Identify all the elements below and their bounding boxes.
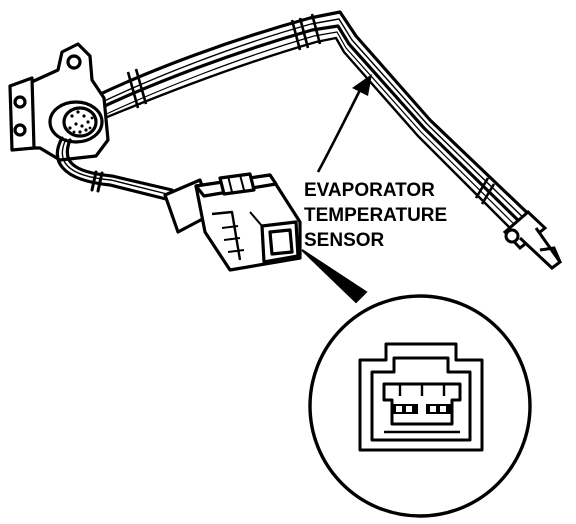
mounting-bracket — [8, 42, 110, 162]
label-line-sensor: SENSOR — [304, 230, 385, 251]
detail-callout-pointer — [301, 249, 368, 304]
bracket-hole-top — [66, 54, 82, 70]
bracket-hole-left-bottom — [13, 123, 27, 137]
label-line-temperature: TEMPERATURE — [304, 205, 447, 226]
connector-face-outline — [358, 342, 484, 452]
tube-clips — [126, 13, 496, 205]
sensor-probe-tube — [90, 10, 542, 240]
terminal-cavity — [392, 404, 418, 414]
bracket-hole-left-top — [13, 95, 27, 109]
sensor-leader-arrow — [316, 74, 372, 173]
terminal-cavity — [426, 404, 452, 414]
label-line-evaporator: EVAPORATOR — [304, 180, 435, 201]
sensor-wire-lead — [55, 136, 174, 202]
sensor-connector — [163, 172, 302, 272]
connector-terminals — [392, 404, 452, 414]
connector-detail-circle — [308, 294, 532, 518]
sensor-tip — [502, 209, 563, 270]
grommet-texture — [68, 110, 94, 134]
